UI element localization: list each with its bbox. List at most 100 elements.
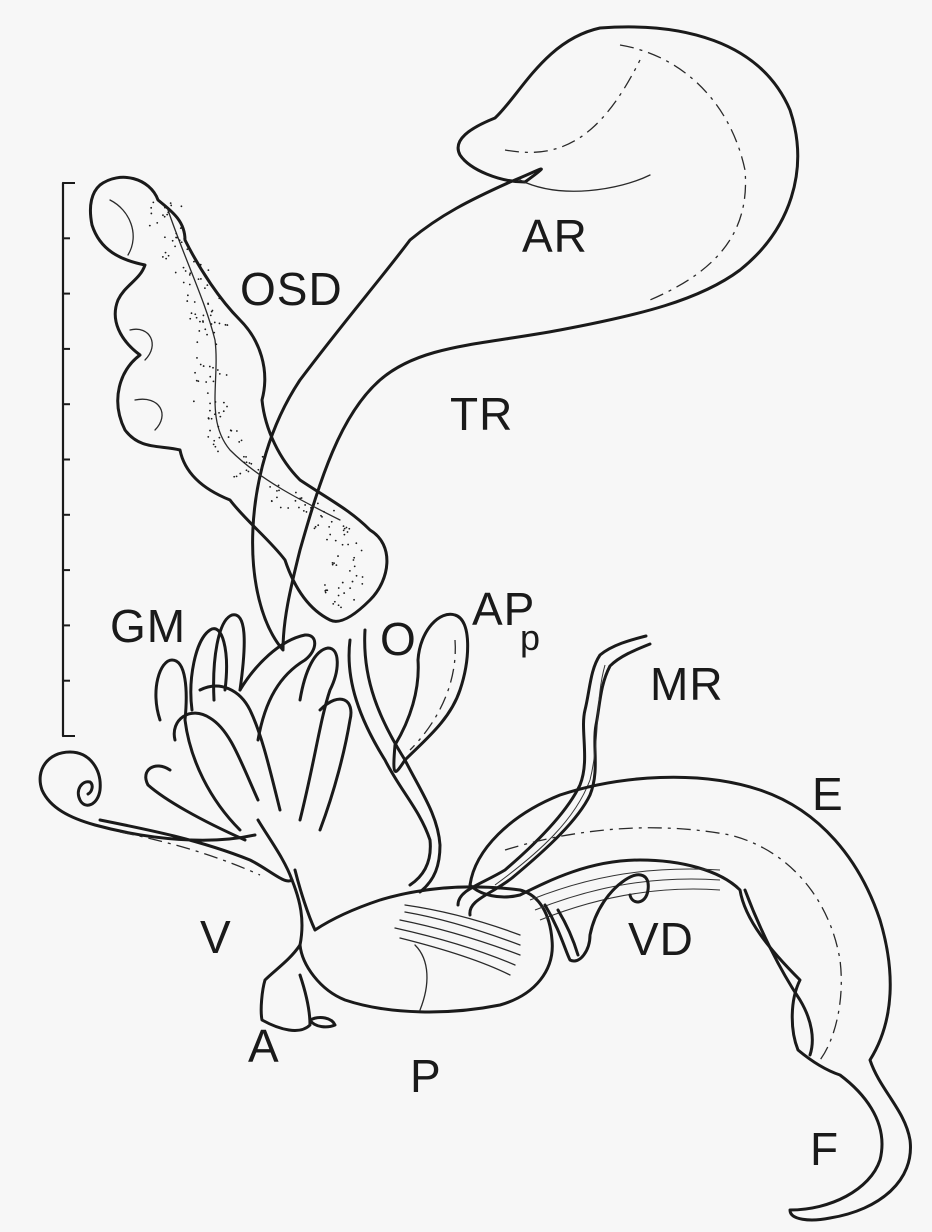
label-mr: MR <box>650 658 724 710</box>
stipple-dot <box>333 510 335 512</box>
stipple-dot <box>186 248 188 250</box>
stipple-dot <box>352 581 354 583</box>
stipple-dot <box>209 410 211 412</box>
stipple-dot <box>225 324 227 326</box>
stipple-dot <box>189 272 191 274</box>
stipple-dot <box>194 301 196 303</box>
stipple-dot <box>310 507 312 509</box>
stipple-dot <box>209 366 211 368</box>
stipple-dot <box>196 341 198 343</box>
stipple-dot <box>239 473 241 475</box>
figure-labels: AR OSD TR GM O AP p MR E V VD A P F <box>110 210 844 1175</box>
stipple-dot <box>162 214 164 216</box>
stipple-dot <box>189 274 191 276</box>
stipple-dot <box>223 402 225 404</box>
stipple-dot <box>198 278 200 280</box>
stipple-dot <box>213 332 215 334</box>
stipple-dot <box>236 430 238 432</box>
stipple-dot <box>213 444 215 446</box>
stipple-dot <box>353 559 355 561</box>
stipple-dot <box>179 239 181 241</box>
stipple-dot <box>211 418 213 420</box>
stipple-dot <box>168 255 170 257</box>
stipple-dot <box>325 592 327 594</box>
label-p: P <box>410 1050 442 1102</box>
stipple-dot <box>323 511 325 513</box>
stipple-dot <box>170 205 172 207</box>
stipple-dot <box>338 587 340 589</box>
stipple-dot <box>206 284 208 286</box>
stipple-dot <box>315 526 317 528</box>
stipple-dot <box>236 475 238 477</box>
stipple-dot <box>218 437 220 439</box>
stipple-dot <box>246 469 248 471</box>
stipple-dot <box>200 364 202 366</box>
stipple-dot <box>361 550 363 552</box>
stipple-dot <box>212 310 214 312</box>
stipple-dot <box>306 511 308 513</box>
stipple-dot <box>165 258 167 260</box>
stipple-dot <box>219 416 221 418</box>
stipple-dot <box>217 451 219 453</box>
stipple-dot <box>207 392 209 394</box>
stipple-dot <box>202 320 204 322</box>
stipple-dot <box>335 564 337 566</box>
stipple-dot <box>194 313 196 315</box>
stipple-dot <box>196 357 198 359</box>
stipple-dot <box>214 322 216 324</box>
stipple-dot <box>349 570 351 572</box>
stipple-dot <box>204 328 206 330</box>
stipple-dot <box>165 252 167 254</box>
stipple-dot <box>262 456 264 458</box>
stipple-dot <box>332 562 334 564</box>
stipple-dot <box>167 212 169 214</box>
stipple-dot <box>355 542 357 544</box>
stipple-dot <box>329 534 331 536</box>
stipple-dot <box>230 430 232 432</box>
stipple-dot <box>332 603 334 605</box>
stipple-dot <box>334 601 336 603</box>
label-gm: GM <box>110 600 186 652</box>
stipple-dot <box>194 372 196 374</box>
stipple-dot <box>164 236 166 238</box>
stipple-dot <box>314 527 316 529</box>
stipple-dot <box>209 430 211 432</box>
stipple-dot <box>280 507 282 509</box>
stipple-dot <box>226 374 228 376</box>
stipple-dot <box>332 564 334 566</box>
stipple-dot <box>246 461 248 463</box>
stipple-dot <box>172 240 174 242</box>
stipple-dot <box>233 476 235 478</box>
stipple-dot <box>343 534 345 536</box>
stipple-dot <box>243 456 245 458</box>
label-o: O <box>380 613 417 665</box>
stipple-dot <box>335 540 337 542</box>
stipple-dot <box>245 456 247 458</box>
stipple-dot <box>298 507 300 509</box>
stipple-dot <box>295 500 297 502</box>
stipple-dot <box>317 524 319 526</box>
stipple-dot <box>187 294 189 296</box>
stipple-dot <box>203 365 205 367</box>
stipple-dot <box>250 463 252 465</box>
atrial-receptacle <box>253 27 798 650</box>
stipple-dot <box>203 315 205 317</box>
label-osd: OSD <box>240 263 343 315</box>
stipple-dot <box>325 589 327 591</box>
stipple-dot <box>214 446 216 448</box>
atrium-penis-body <box>258 820 552 1030</box>
label-ar: AR <box>522 210 588 262</box>
stipple-dot <box>343 592 345 594</box>
stipple-dot <box>347 531 349 533</box>
stipple-dot <box>209 403 211 405</box>
stipple-dot <box>244 462 246 464</box>
stipple-dot <box>238 441 240 443</box>
stipple-dot <box>338 604 340 606</box>
stipple-dot <box>156 222 158 224</box>
stipple-dot <box>214 413 216 415</box>
stipple-dot <box>361 583 363 585</box>
stipple-dot <box>196 380 198 382</box>
stipple-dot <box>269 486 271 488</box>
stipple-dot <box>200 264 202 266</box>
